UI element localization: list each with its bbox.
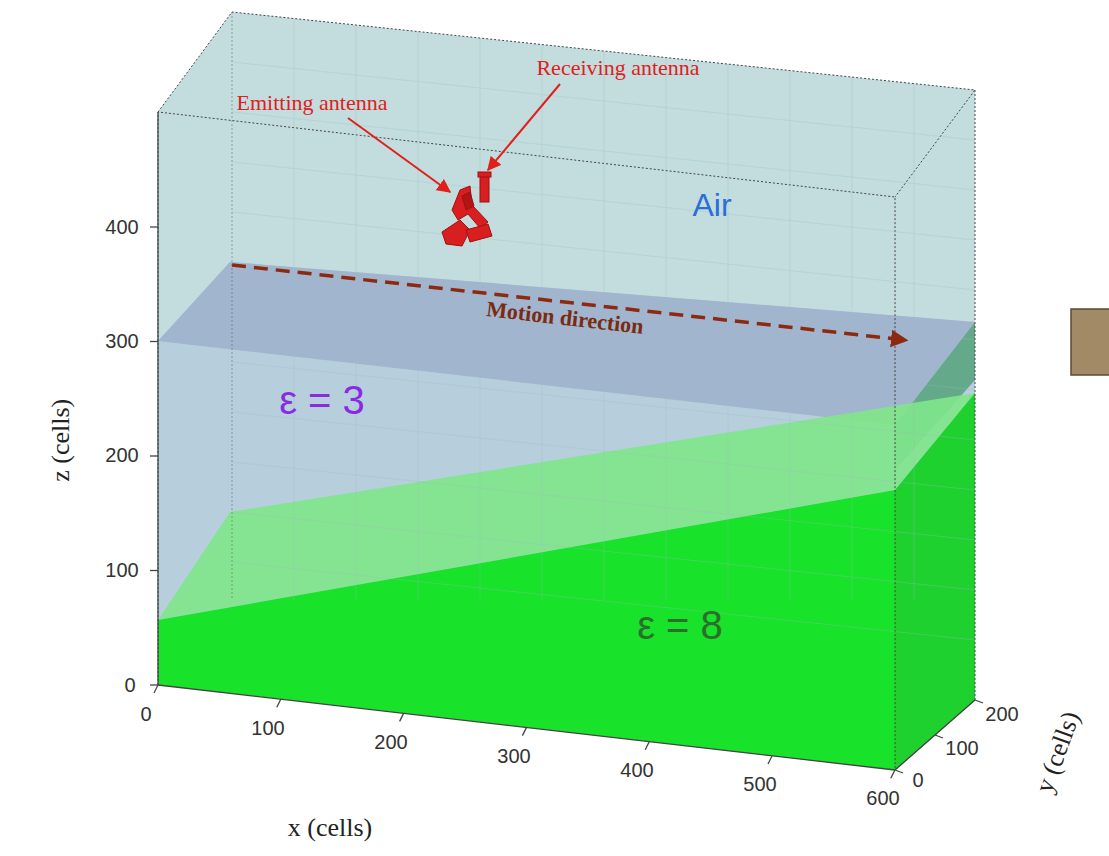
region-label: ε = 8 xyxy=(637,603,723,647)
side-panel xyxy=(1071,309,1109,375)
tick-mark xyxy=(895,770,903,773)
tick-label: 400 xyxy=(105,216,138,238)
grid-line xyxy=(852,77,853,600)
layer-eps3-top xyxy=(158,262,975,425)
tick-label: 300 xyxy=(497,745,530,767)
tick-label: 0 xyxy=(140,703,151,725)
tick-mark xyxy=(150,226,158,227)
tick-label: 200 xyxy=(985,703,1018,725)
tick-mark xyxy=(150,455,158,456)
tick-mark xyxy=(522,728,526,736)
grid-line xyxy=(914,84,915,601)
grid-line xyxy=(418,32,419,601)
air-region xyxy=(158,12,975,770)
tick-label: 100 xyxy=(251,717,284,739)
grid-line xyxy=(728,64,729,600)
axis-title: z (cells) xyxy=(48,398,77,481)
grid-line xyxy=(232,412,975,490)
layer-eps8-front xyxy=(158,490,895,770)
axis-title: x (cells) xyxy=(288,814,372,843)
tick-label: 100 xyxy=(945,737,978,759)
layer-eps3 xyxy=(158,262,975,770)
tick-label: 200 xyxy=(374,731,407,753)
grid-line xyxy=(232,462,975,540)
tick-mark xyxy=(935,735,943,738)
tick-label: 0 xyxy=(124,674,135,696)
tick-mark xyxy=(891,770,895,778)
grid-line xyxy=(480,38,481,600)
tick-label: 0 xyxy=(912,769,923,791)
tick-label: 500 xyxy=(743,773,776,795)
axes xyxy=(150,112,983,778)
callout-label: Emitting antenna xyxy=(237,91,388,115)
tick-mark xyxy=(400,713,404,721)
grid-line xyxy=(232,262,975,340)
tick-mark xyxy=(768,756,772,764)
motion-arrow xyxy=(232,265,905,340)
tick-label: 400 xyxy=(620,759,653,781)
tick-mark xyxy=(150,341,158,342)
leader-line xyxy=(348,118,450,192)
grid-line xyxy=(232,512,975,590)
antenna-symbol xyxy=(442,172,492,246)
tick-mark xyxy=(150,570,158,571)
tick-mark xyxy=(154,685,158,693)
tick-mark xyxy=(975,700,983,703)
tick-label: 200 xyxy=(105,444,138,466)
box-wireframe xyxy=(158,12,975,770)
layer-eps8-side xyxy=(895,393,975,770)
grid-line xyxy=(232,112,975,190)
grid xyxy=(232,19,975,641)
grid-line xyxy=(666,58,667,601)
tick-label: 100 xyxy=(105,559,138,581)
region-label: ε = 3 xyxy=(279,378,365,422)
tick-mark xyxy=(150,684,158,685)
tick-label: 600 xyxy=(866,787,899,809)
tick-mark xyxy=(645,742,649,750)
leader-line xyxy=(488,84,560,170)
tick-label: 300 xyxy=(105,330,138,352)
grid-line xyxy=(232,362,975,440)
region-label: Air xyxy=(692,188,731,223)
callout-label: Receiving antenna xyxy=(536,56,699,80)
grid-line xyxy=(232,162,975,240)
tick-mark xyxy=(277,699,281,707)
grid-line xyxy=(232,562,975,640)
axis-title: y (cells) xyxy=(1030,707,1086,796)
